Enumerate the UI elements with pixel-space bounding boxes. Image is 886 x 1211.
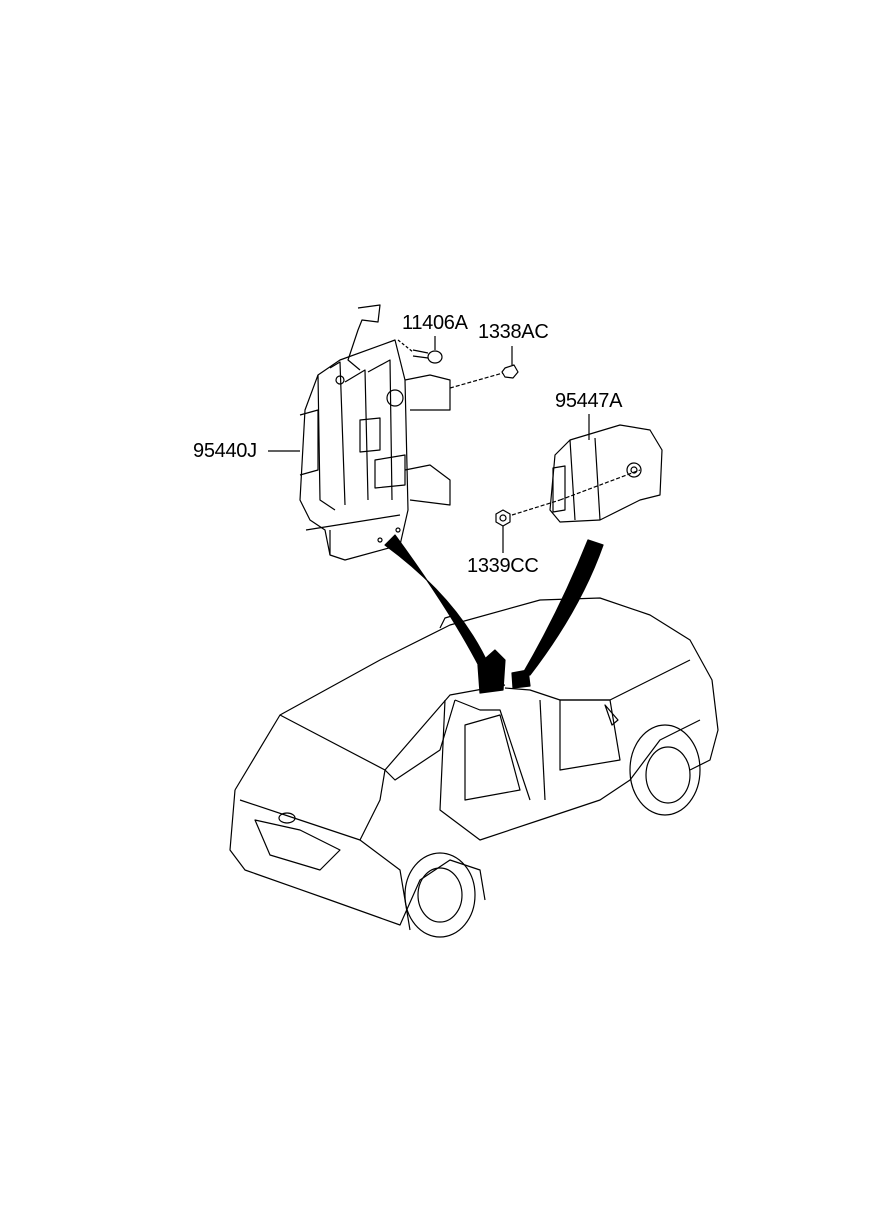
pointer-95447a [521, 539, 604, 676]
part-label-95440j[interactable]: 95440J [193, 440, 257, 462]
car-drawing [229, 597, 719, 938]
part-label-11406a[interactable]: 11406A [402, 312, 468, 334]
part-label-1338ac[interactable]: 1338AC [478, 321, 549, 343]
nut-1338ac-drawing [449, 346, 519, 389]
module-95447a-drawing [511, 414, 663, 523]
part-label-1339cc[interactable]: 1339CC [467, 555, 539, 577]
part-label-95447a[interactable]: 95447A [555, 390, 623, 412]
nut-1339cc-drawing [495, 509, 511, 553]
bolt-11406a-drawing [397, 336, 443, 364]
mounted-modules-drawing [477, 649, 531, 694]
module-95440j-drawing [299, 304, 451, 561]
